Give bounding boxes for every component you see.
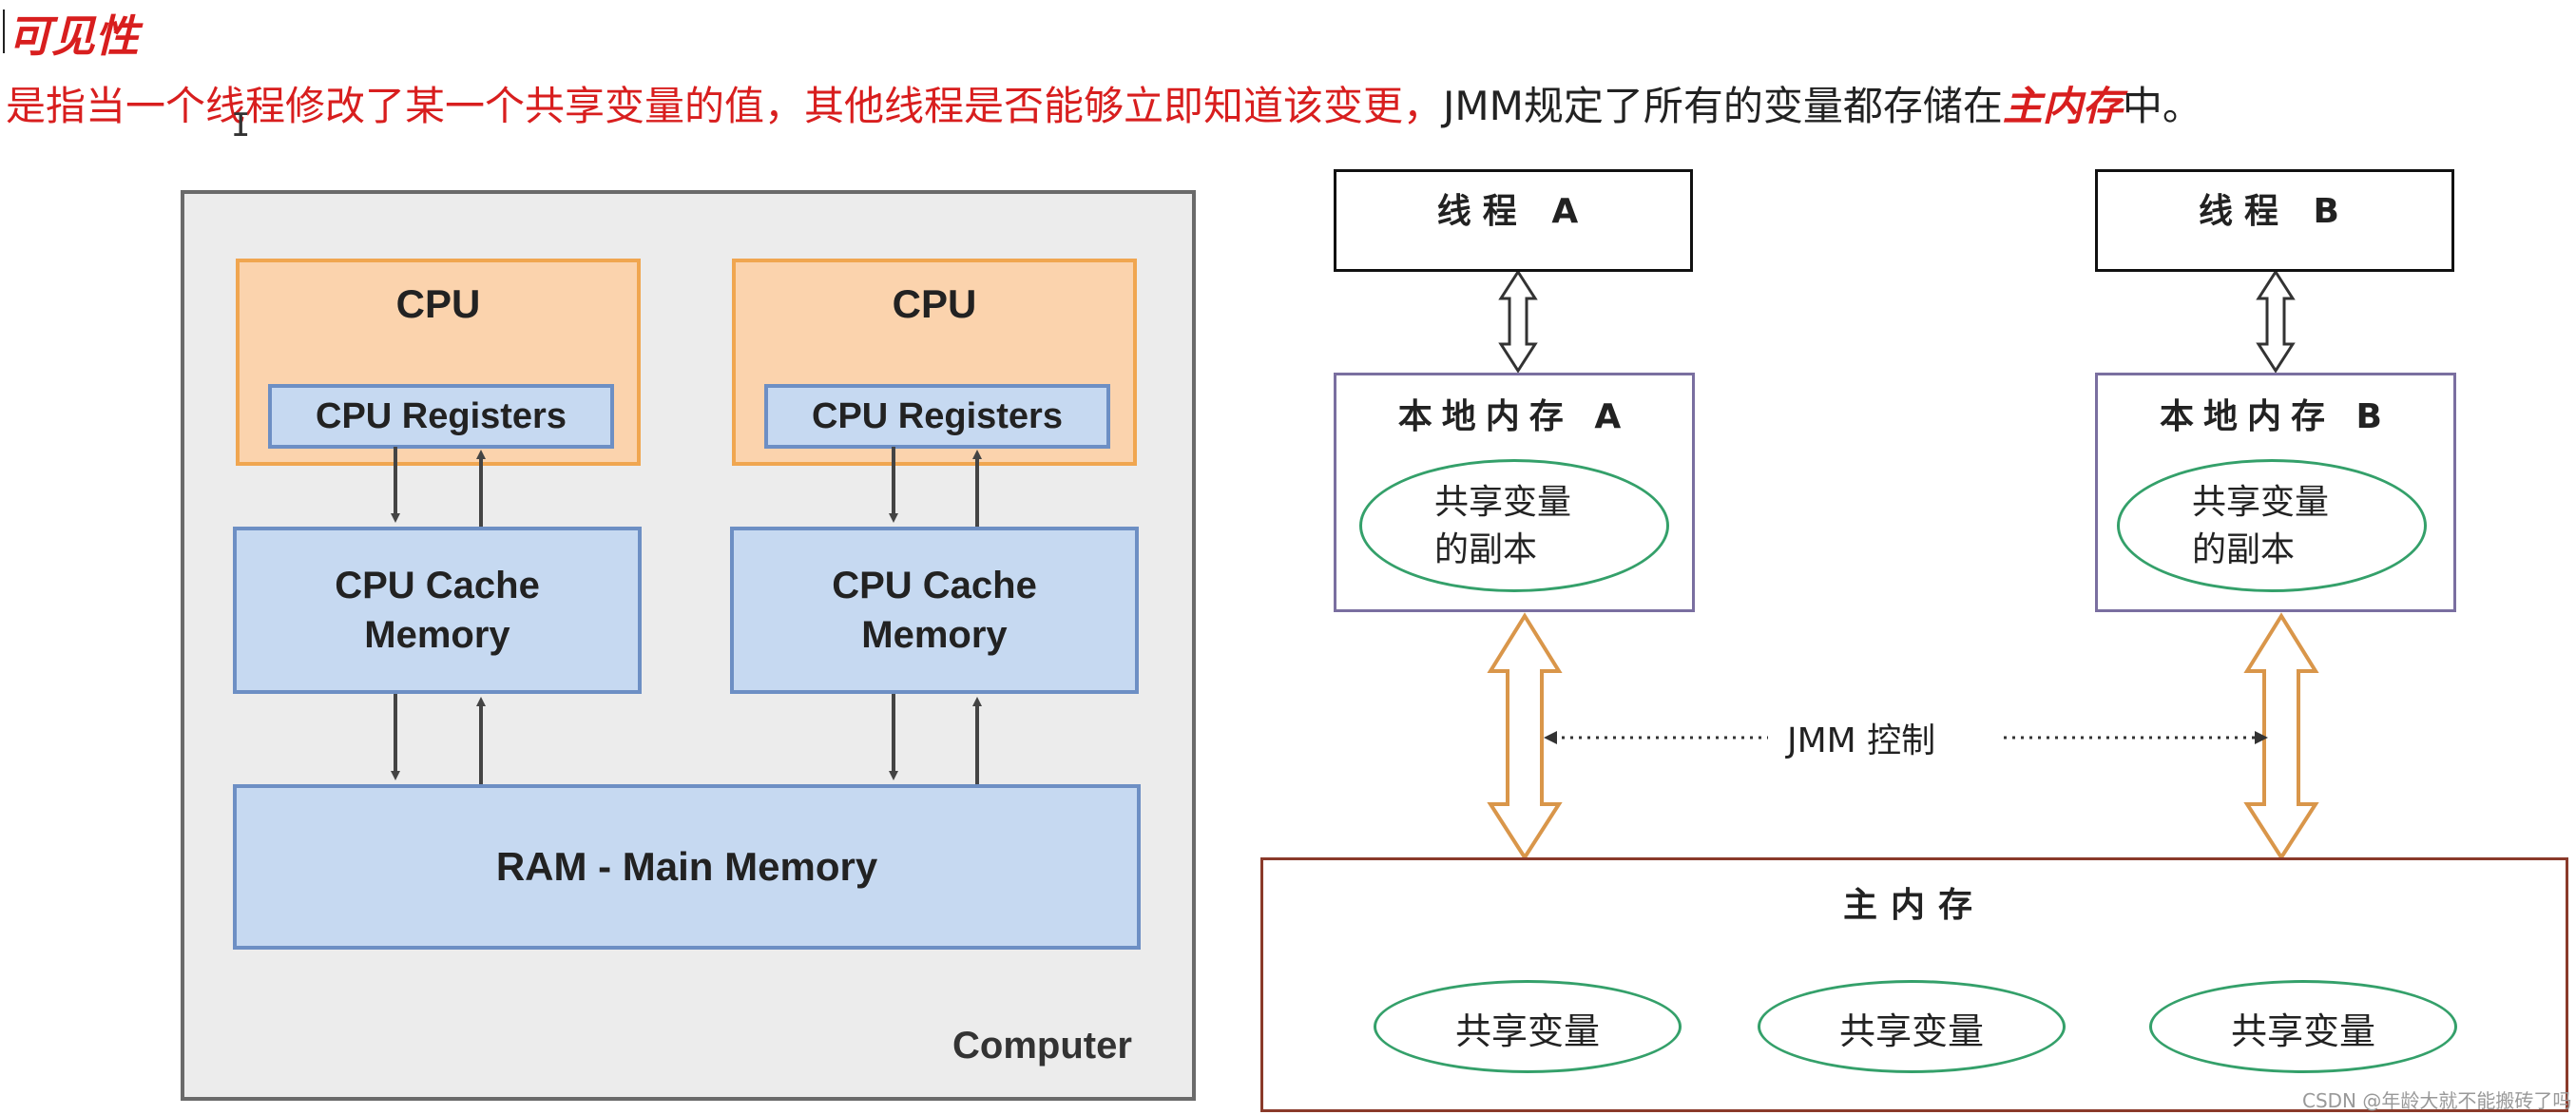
main-memory-label: 主内存 [1842, 886, 1986, 925]
csdn-watermark: CSDN @年龄大就不能搬砖了吗 [2302, 1089, 2572, 1112]
local-memory-b-label: 本地内存 B [2160, 397, 2392, 436]
description-emphasis: 主内存 [2002, 83, 2123, 129]
cpu-title-2: CPU [892, 281, 977, 326]
text-cursor [3, 10, 5, 53]
thread-a-box: 线程 A [1334, 169, 1693, 272]
cpu-cache-2: CPU Cache Memory [730, 527, 1139, 694]
shared-variable-1: 共享变量 [1454, 1010, 1600, 1052]
cpu-box-2: CPU CPU Registers [732, 259, 1137, 466]
shared-variable-2: 共享变量 [1838, 1010, 1984, 1052]
thread-a-label: 线程 A [1436, 192, 1590, 231]
description-suffix: 中。 [2122, 83, 2202, 129]
ram-main-memory: RAM - Main Memory [233, 784, 1141, 950]
shared-variable-ellipse-2: 共享变量 [1758, 980, 2066, 1073]
computer-label: Computer [952, 1025, 1132, 1067]
double-arrow-icon [1498, 269, 1538, 374]
cpu-box-1: CPU CPU Registers [236, 259, 641, 466]
copy-b-line1: 共享变量 [2192, 483, 2330, 522]
cpu-registers-2: CPU Registers [764, 384, 1110, 449]
dotted-arrowhead-left-icon [1544, 731, 1557, 744]
double-arrow-icon [2256, 269, 2296, 374]
description-black-text: JMM规定了所有的变量都存储在 [1443, 83, 2003, 129]
cpu-cache-2-line2: Memory [861, 614, 1008, 656]
shared-variable-ellipse-1: 共享变量 [1374, 980, 1682, 1073]
cpu-cache-2-line1: CPU Cache [832, 565, 1037, 606]
cpu-cache-1-line1: CPU Cache [335, 565, 540, 606]
copy-a-line2: 的副本 [1434, 530, 1538, 569]
ibeam-cursor-icon: I [231, 106, 251, 144]
cpu-registers-1: CPU Registers [268, 384, 614, 449]
shared-variable-ellipse-3: 共享变量 [2149, 980, 2457, 1073]
visibility-description: 是指当一个线程修改了某一个共享变量的值，其他线程是否能够立即知道该变更，JMM规… [6, 74, 2202, 132]
shared-var-copy-b-ellipse: 共享变量 的副本 [2117, 459, 2427, 592]
thread-b-label: 线程 B [2199, 192, 2351, 231]
copy-a-line1: 共享变量 [1434, 483, 1572, 522]
dotted-arrowhead-right-icon [2255, 731, 2268, 744]
thread-b-box: 线程 B [2095, 169, 2454, 272]
copy-b-line2: 的副本 [2192, 530, 2296, 569]
shared-variable-3: 共享变量 [2230, 1010, 2375, 1052]
description-red-text: 是指当一个线程修改了某一个共享变量的值，其他线程是否能够立即知道该变更， [6, 83, 1444, 129]
main-memory-box: 主内存 共享变量 共享变量 共享变量 [1260, 857, 2568, 1112]
cpu-title-1: CPU [395, 281, 481, 326]
local-memory-a-label: 本地内存 A [1397, 397, 1631, 436]
shared-var-copy-a-ellipse: 共享变量 的副本 [1359, 459, 1669, 592]
local-memory-b-box: 本地内存 B 共享变量 的副本 [2095, 373, 2456, 612]
section-heading: 可见性 [8, 10, 139, 62]
local-memory-a-box: 本地内存 A 共享变量 的副本 [1334, 373, 1695, 612]
jmm-control-label: JMM 控制 [1787, 721, 1936, 760]
cpu-cache-1-line2: Memory [364, 614, 510, 656]
cpu-cache-1: CPU Cache Memory [233, 527, 642, 694]
